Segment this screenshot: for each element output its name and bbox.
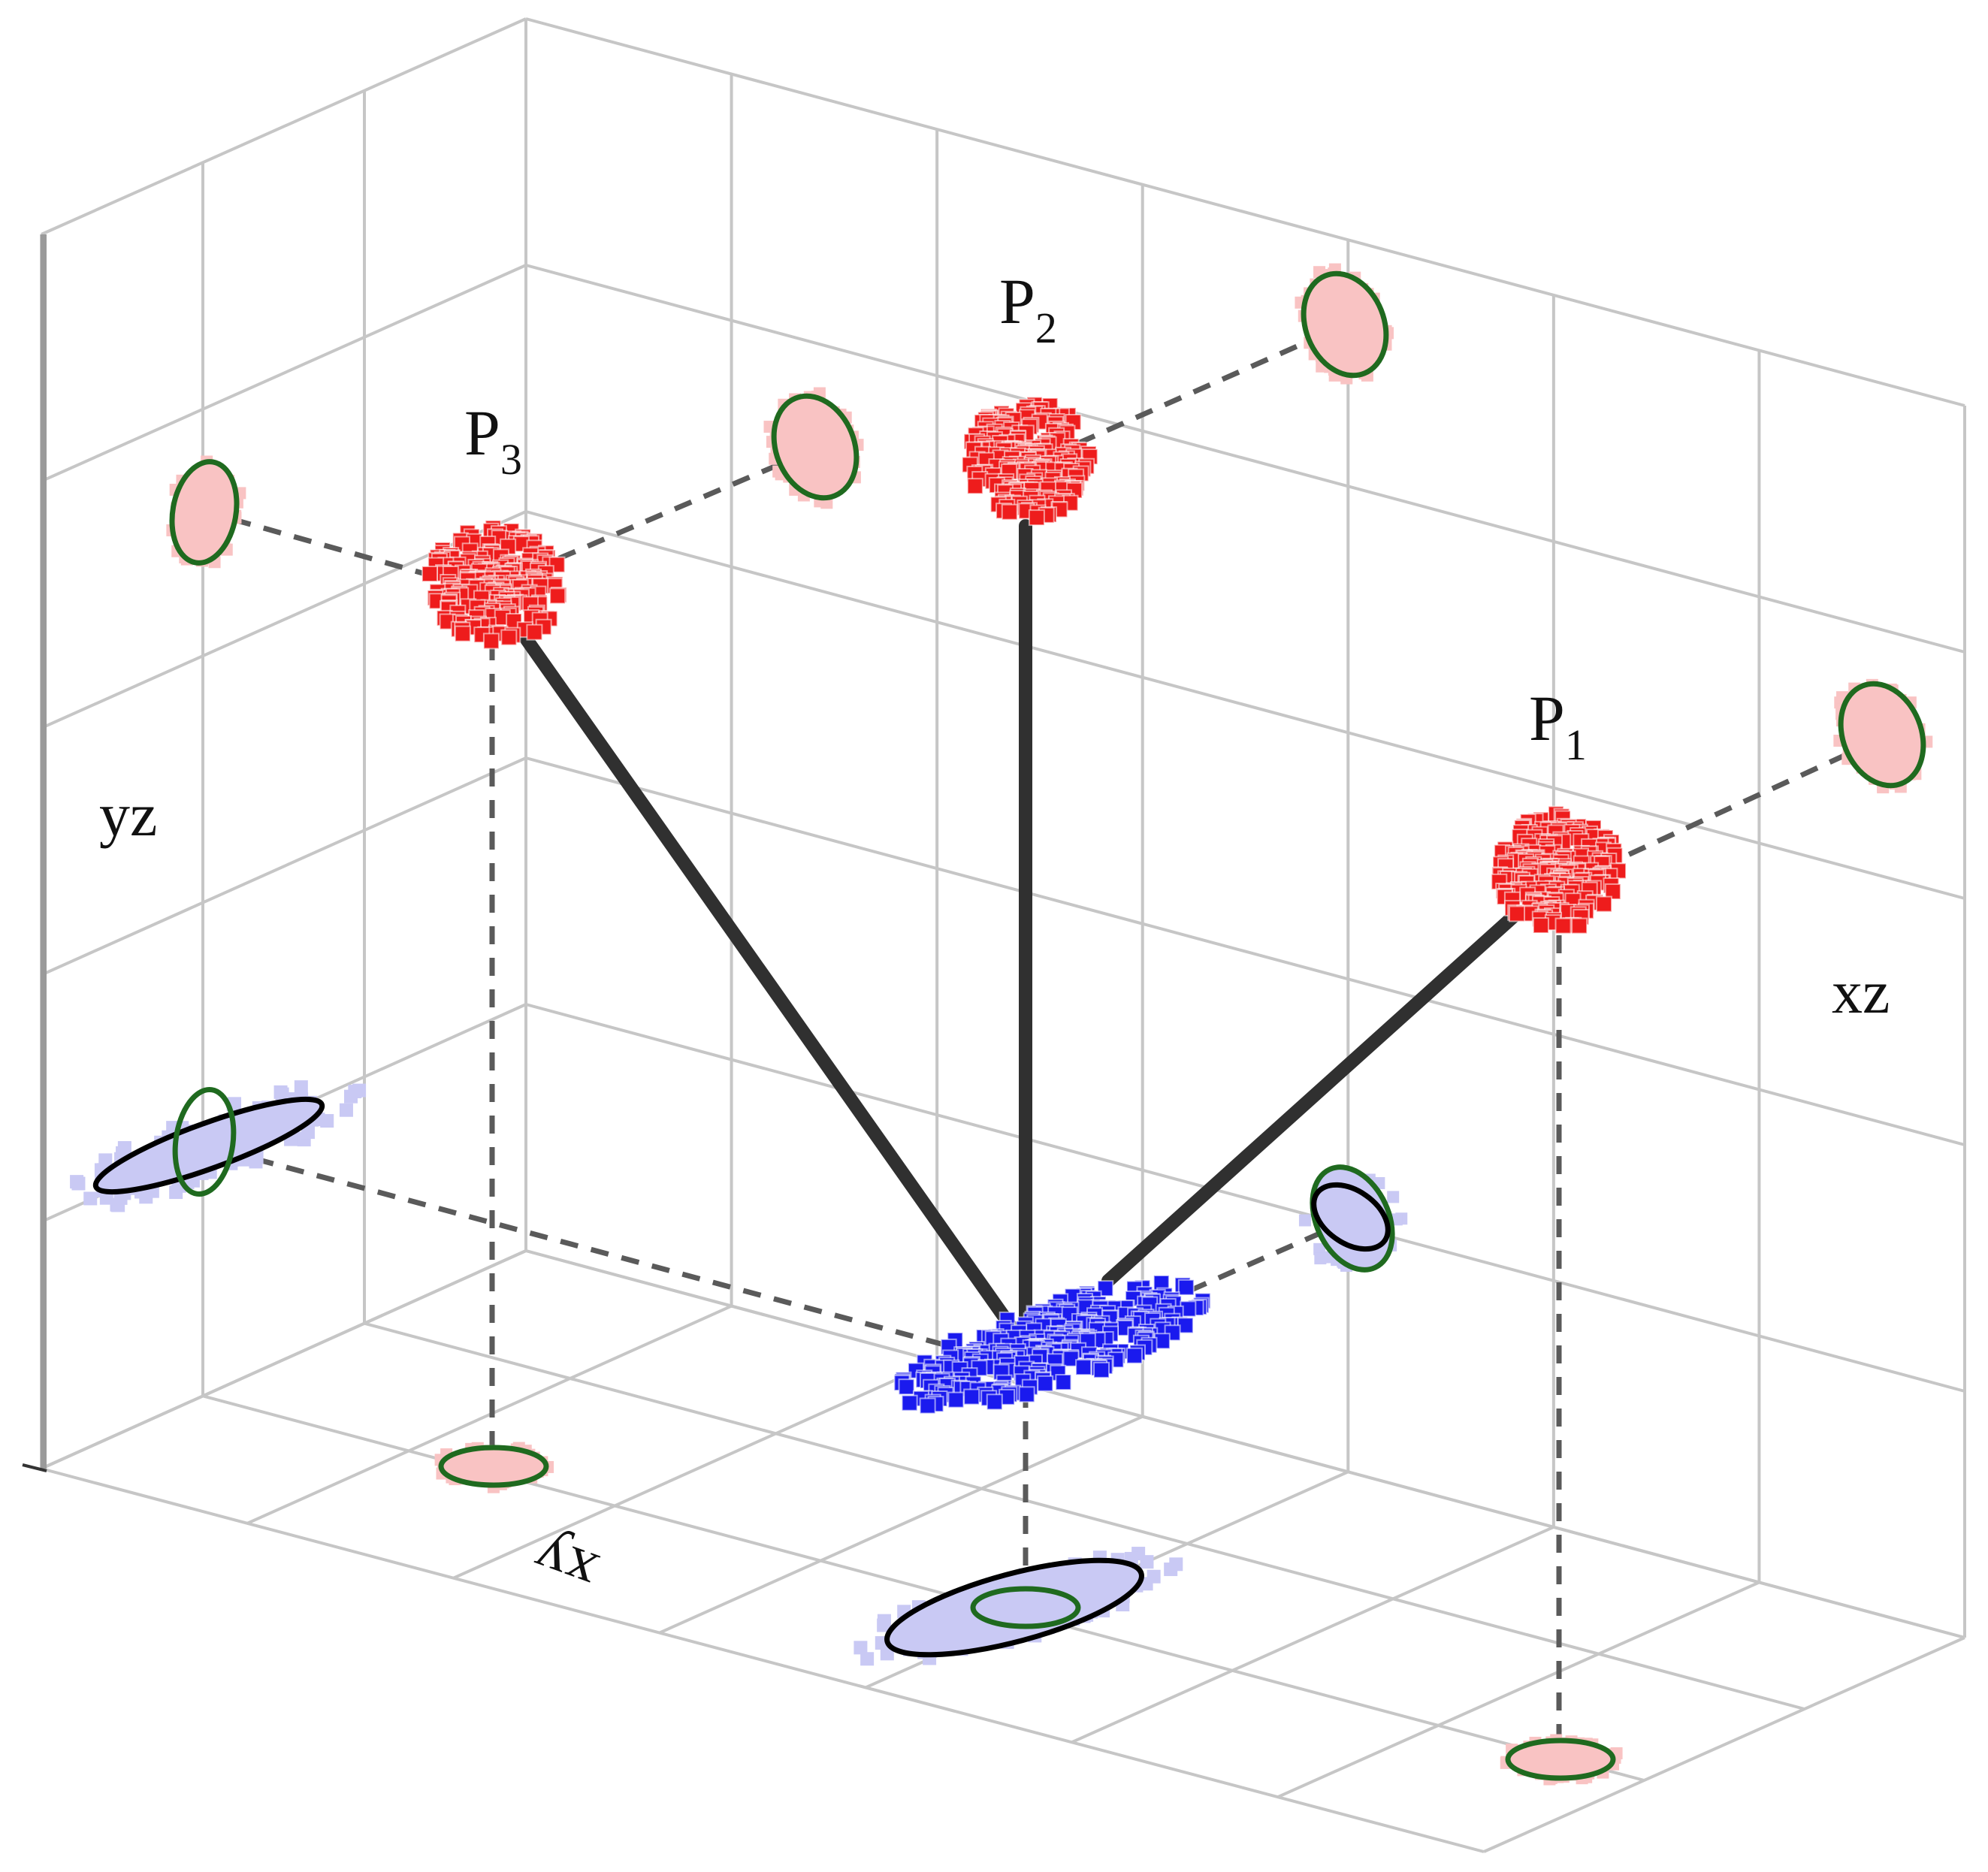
point-label-p2: P2 — [999, 265, 1057, 352]
cluster-blue — [893, 1275, 1211, 1415]
plane-label-yz: yz — [99, 781, 157, 849]
projection-ellipses — [70, 263, 1933, 1786]
proj-p3-yz — [166, 455, 246, 569]
grid-back-wall — [524, 17, 1966, 1639]
point-label-p1: P1 — [1529, 682, 1587, 769]
labels: yz xz xy P1 P2 P3 — [99, 265, 1890, 1608]
proj-p3-floor — [434, 1442, 554, 1493]
grid-left-wall — [40, 17, 527, 1470]
axis-tick — [22, 1463, 47, 1472]
proj-p1-xz — [1833, 678, 1933, 794]
proj-blue-yz — [70, 1080, 367, 1212]
cluster-p2 — [961, 396, 1098, 527]
proj-blue-floor — [854, 1547, 1183, 1666]
point-label-p3: P3 — [464, 397, 522, 484]
guide-p2-xz — [1077, 324, 1343, 446]
cluster-p1 — [1491, 805, 1627, 934]
guide-p1-xz — [1599, 737, 1880, 871]
guide-blue-yz — [225, 1148, 959, 1351]
proj-p3-xz — [763, 387, 864, 509]
projection-guides — [202, 324, 1880, 1758]
guide-p3-yz — [202, 508, 455, 585]
proj-blue-xz — [1298, 1164, 1408, 1273]
point-clusters — [421, 396, 1627, 1415]
plane-label-xy: xy — [524, 1523, 606, 1608]
rod-p3 — [519, 632, 1017, 1333]
connecting-rods — [519, 519, 1524, 1333]
proj-p2-xz — [1295, 263, 1394, 385]
rod-p1 — [1101, 906, 1524, 1288]
plane-label-xz: xz — [1832, 958, 1890, 1026]
cluster-p3 — [421, 519, 567, 650]
proj-p1-floor — [1500, 1734, 1623, 1786]
guide-p3-xz — [528, 448, 813, 574]
